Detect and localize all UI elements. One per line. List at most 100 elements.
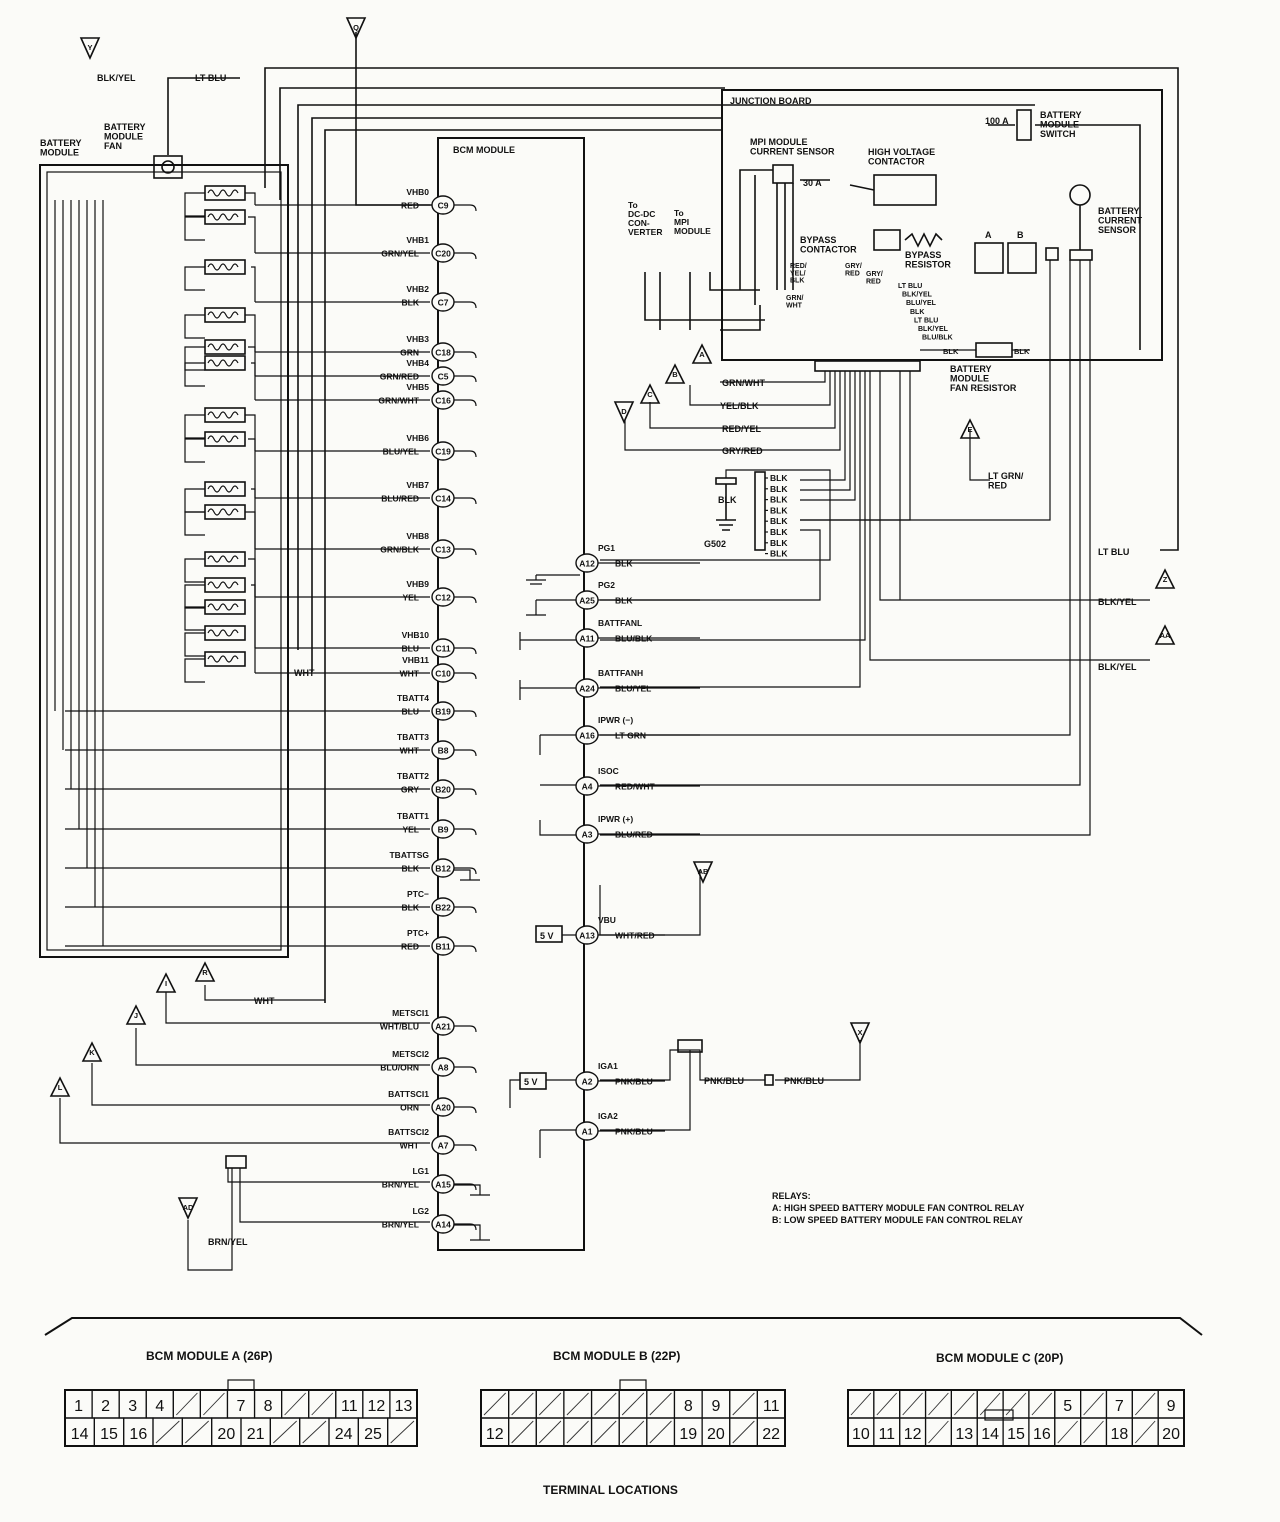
pin-signal: IPWR (+) (598, 814, 633, 824)
terminal-a-title: BCM MODULE A (26P) (146, 1349, 272, 1363)
pin-signal: VHB8 (406, 531, 429, 541)
battery-cell-coil (207, 311, 239, 319)
terminal-number: 18 (1110, 1426, 1128, 1443)
terminal-number: 16 (1033, 1426, 1051, 1443)
terminal-number: 11 (763, 1398, 780, 1415)
pin-number: A1 (582, 1127, 593, 1137)
pin-circle (575, 678, 599, 698)
pin-stub (454, 1223, 477, 1231)
pin-wire-color: GRN/RED (380, 372, 419, 382)
pin-stub (454, 710, 477, 718)
terminal-locations-title: TERMINAL LOCATIONS (543, 1483, 678, 1497)
battery-module-box (39, 164, 289, 958)
flag-letter: J (134, 1011, 138, 1020)
pin-signal: BATTSCI2 (388, 1127, 429, 1137)
terminal-number: 25 (364, 1426, 382, 1443)
pin-circle (575, 925, 599, 945)
pin-signal: IPWR (−) (598, 715, 633, 725)
flag-letter: Y (87, 43, 92, 52)
cell-link (184, 606, 205, 631)
terminal-empty-slash (649, 1420, 672, 1444)
pin-number: C12 (435, 593, 451, 603)
fuse-30a-label: 30 A (803, 178, 822, 188)
pin-number: A12 (579, 559, 595, 569)
terminal-empty-slash (185, 1420, 209, 1444)
cell-lead (245, 192, 256, 205)
terminal-empty-slash (594, 1392, 617, 1416)
battery-cell (204, 407, 246, 423)
cell-link (184, 362, 205, 387)
pin-stub (454, 399, 477, 407)
wire-blk-yel-top: BLK/YEL (97, 73, 136, 83)
cell-lead (248, 558, 256, 648)
connector-flag: Y (79, 37, 101, 60)
cell-link (184, 438, 205, 463)
wire-jb-gry-red: GRY/RED (866, 271, 883, 285)
wire-pnk-blu-1: PNK/BLU (704, 1076, 744, 1086)
terminal-empty-slash (902, 1392, 923, 1416)
terminal-empty-slash (483, 1392, 506, 1416)
ground-wire-label: BLK (770, 538, 788, 548)
pin-number: B11 (435, 942, 450, 952)
terminal-number: 12 (367, 1398, 385, 1415)
pin-wire-color: WHT/BLU (380, 1022, 419, 1032)
flag-letter: E (967, 425, 972, 434)
flag-triangle (613, 401, 635, 424)
pin-wire-color: GRN (400, 348, 419, 358)
pin-circle (575, 628, 599, 648)
battery-cell (204, 185, 246, 201)
pin-signal: VHB0 (406, 187, 429, 197)
pin-wire-color: BLU/RED (615, 830, 653, 840)
pin-number: C5 (438, 372, 449, 382)
pin-number: C14 (435, 494, 451, 504)
jb-wire-label: BLK/YEL (918, 326, 949, 333)
wire-gry-red: GRY/RED (722, 446, 763, 456)
pin-wire-color: YEL (402, 593, 419, 603)
connector-flag: A (691, 343, 713, 364)
flag-letter: L (58, 1083, 63, 1092)
pin-signal: VHB4 (406, 358, 429, 368)
pin-wire-color: BLK (402, 298, 420, 308)
battery-cell-coil (207, 435, 239, 443)
pin-signal: TBATT1 (397, 811, 429, 821)
battery-cell (204, 431, 246, 447)
flag-triangle (959, 418, 981, 439)
pin-number: C9 (438, 201, 449, 211)
pin-signal: TBATT3 (397, 732, 429, 742)
flag-triangle (1154, 568, 1176, 589)
jb-wire-label: LT BLU (914, 317, 938, 324)
pin-wire-color: GRY (401, 785, 419, 795)
pin-stub (454, 375, 477, 383)
pin-signal: PG2 (598, 580, 615, 590)
pin-number: A21 (435, 1022, 451, 1032)
wire-yel-blk: YEL/BLK (720, 401, 759, 411)
connector-flag: I (155, 972, 177, 993)
pin-wire-color: WHT (400, 1141, 420, 1151)
cell-link (184, 488, 205, 513)
terminal-empty-slash (1083, 1392, 1104, 1416)
cell-link (184, 558, 205, 583)
pin-signal: METSCI1 (392, 1008, 429, 1018)
terminal-number: 20 (707, 1426, 725, 1443)
battery-cells (184, 185, 246, 683)
fuse-100a-label: 100 A (985, 116, 1009, 126)
pin-signal: BATTFANH (598, 668, 643, 678)
